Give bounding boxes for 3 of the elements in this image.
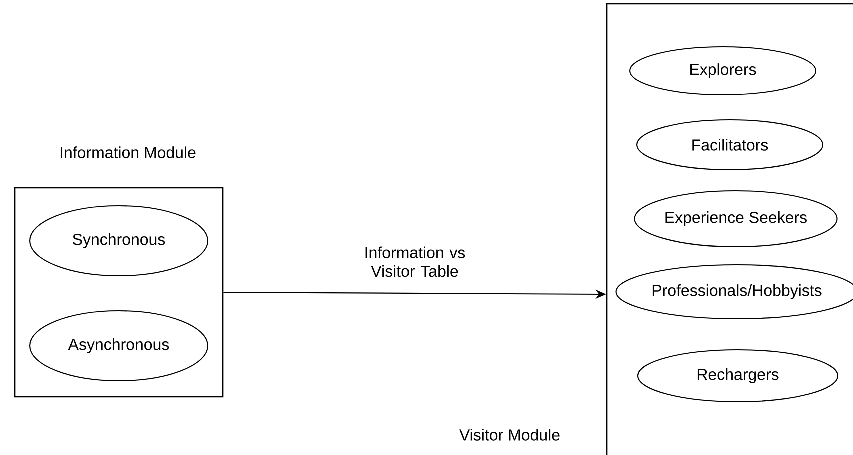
module-heading: Visitor Module — [460, 429, 560, 441]
module-heading: Information Module — [61, 146, 196, 158]
edge-label: Information vs Visitor Table — [366, 246, 466, 278]
